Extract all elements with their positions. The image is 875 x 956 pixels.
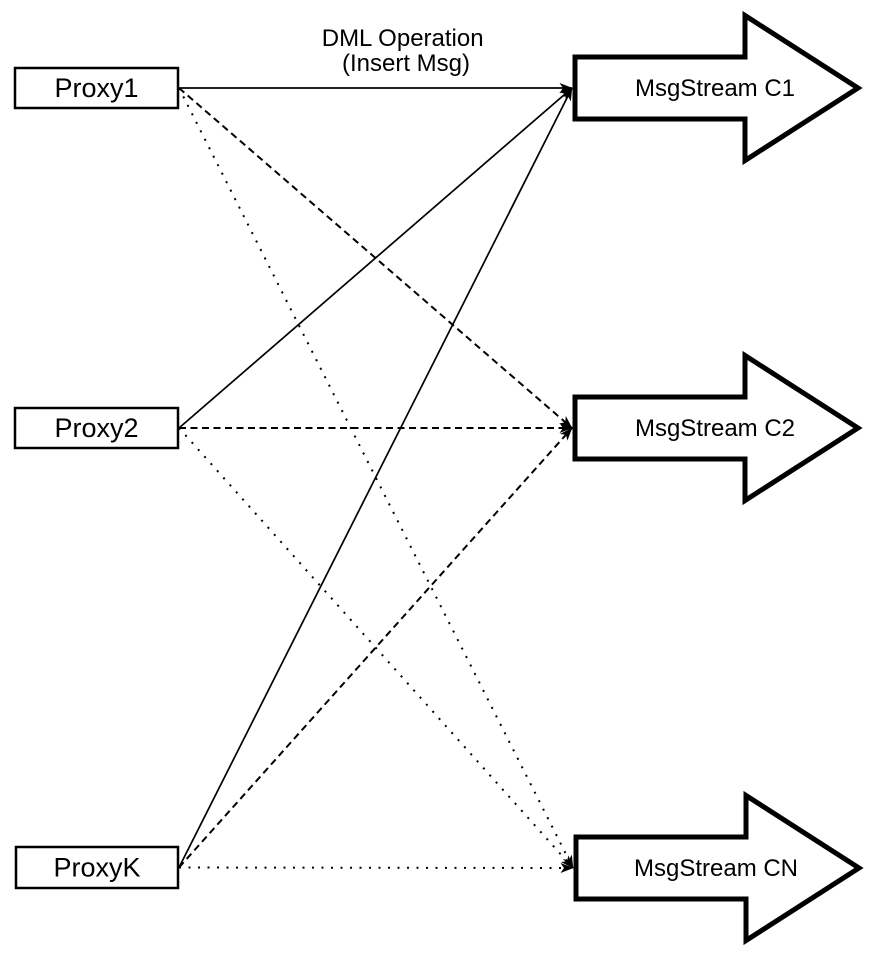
diagram-title-line1: DML Operation (322, 25, 484, 52)
edge-proxyK-to-cn-dotted (178, 862, 574, 873)
proxy-label-proxyK: ProxyK (53, 853, 140, 883)
proxy-box-proxy1 (13, 66, 180, 110)
edge-proxyK-to-c1-solid (178, 87, 573, 868)
msgstream-arrow-c2 (572, 350, 863, 506)
proxy-label-proxy2: Proxy2 (54, 413, 138, 443)
msgstream-label-c1: MsgStream C1 (635, 75, 795, 102)
diagram-title-line2: (Insert Msg) (342, 50, 470, 77)
stream-node-cn: MsgStream CN (573, 790, 864, 946)
proxy-box-proxyK (14, 845, 180, 890)
proxy-node-proxy1: Proxy1 (13, 66, 180, 110)
msgstream-arrow-cn (573, 790, 864, 946)
edge-proxyK-to-c2-dashed (178, 427, 573, 869)
msgstream-label-cn: MsgStream CN (634, 855, 798, 882)
msgstream-arrow-c1 (572, 10, 863, 166)
proxy-label-proxy1: Proxy1 (54, 73, 138, 103)
edge-proxy2-to-cn-dotted (178, 427, 574, 869)
stream-node-c1: MsgStream C1 (572, 10, 863, 166)
proxy-node-proxyK: ProxyK (14, 845, 180, 890)
edge-proxy2-to-c1-solid (178, 87, 573, 429)
msgstream-label-c2: MsgStream C2 (635, 415, 795, 442)
proxy-box-proxy2 (13, 406, 180, 450)
diagram-title: DML Operation (Insert Msg) (322, 25, 491, 77)
stream-node-c2: MsgStream C2 (572, 350, 863, 506)
edges-layer (178, 83, 574, 873)
proxy-node-proxy2: Proxy2 (13, 406, 180, 450)
